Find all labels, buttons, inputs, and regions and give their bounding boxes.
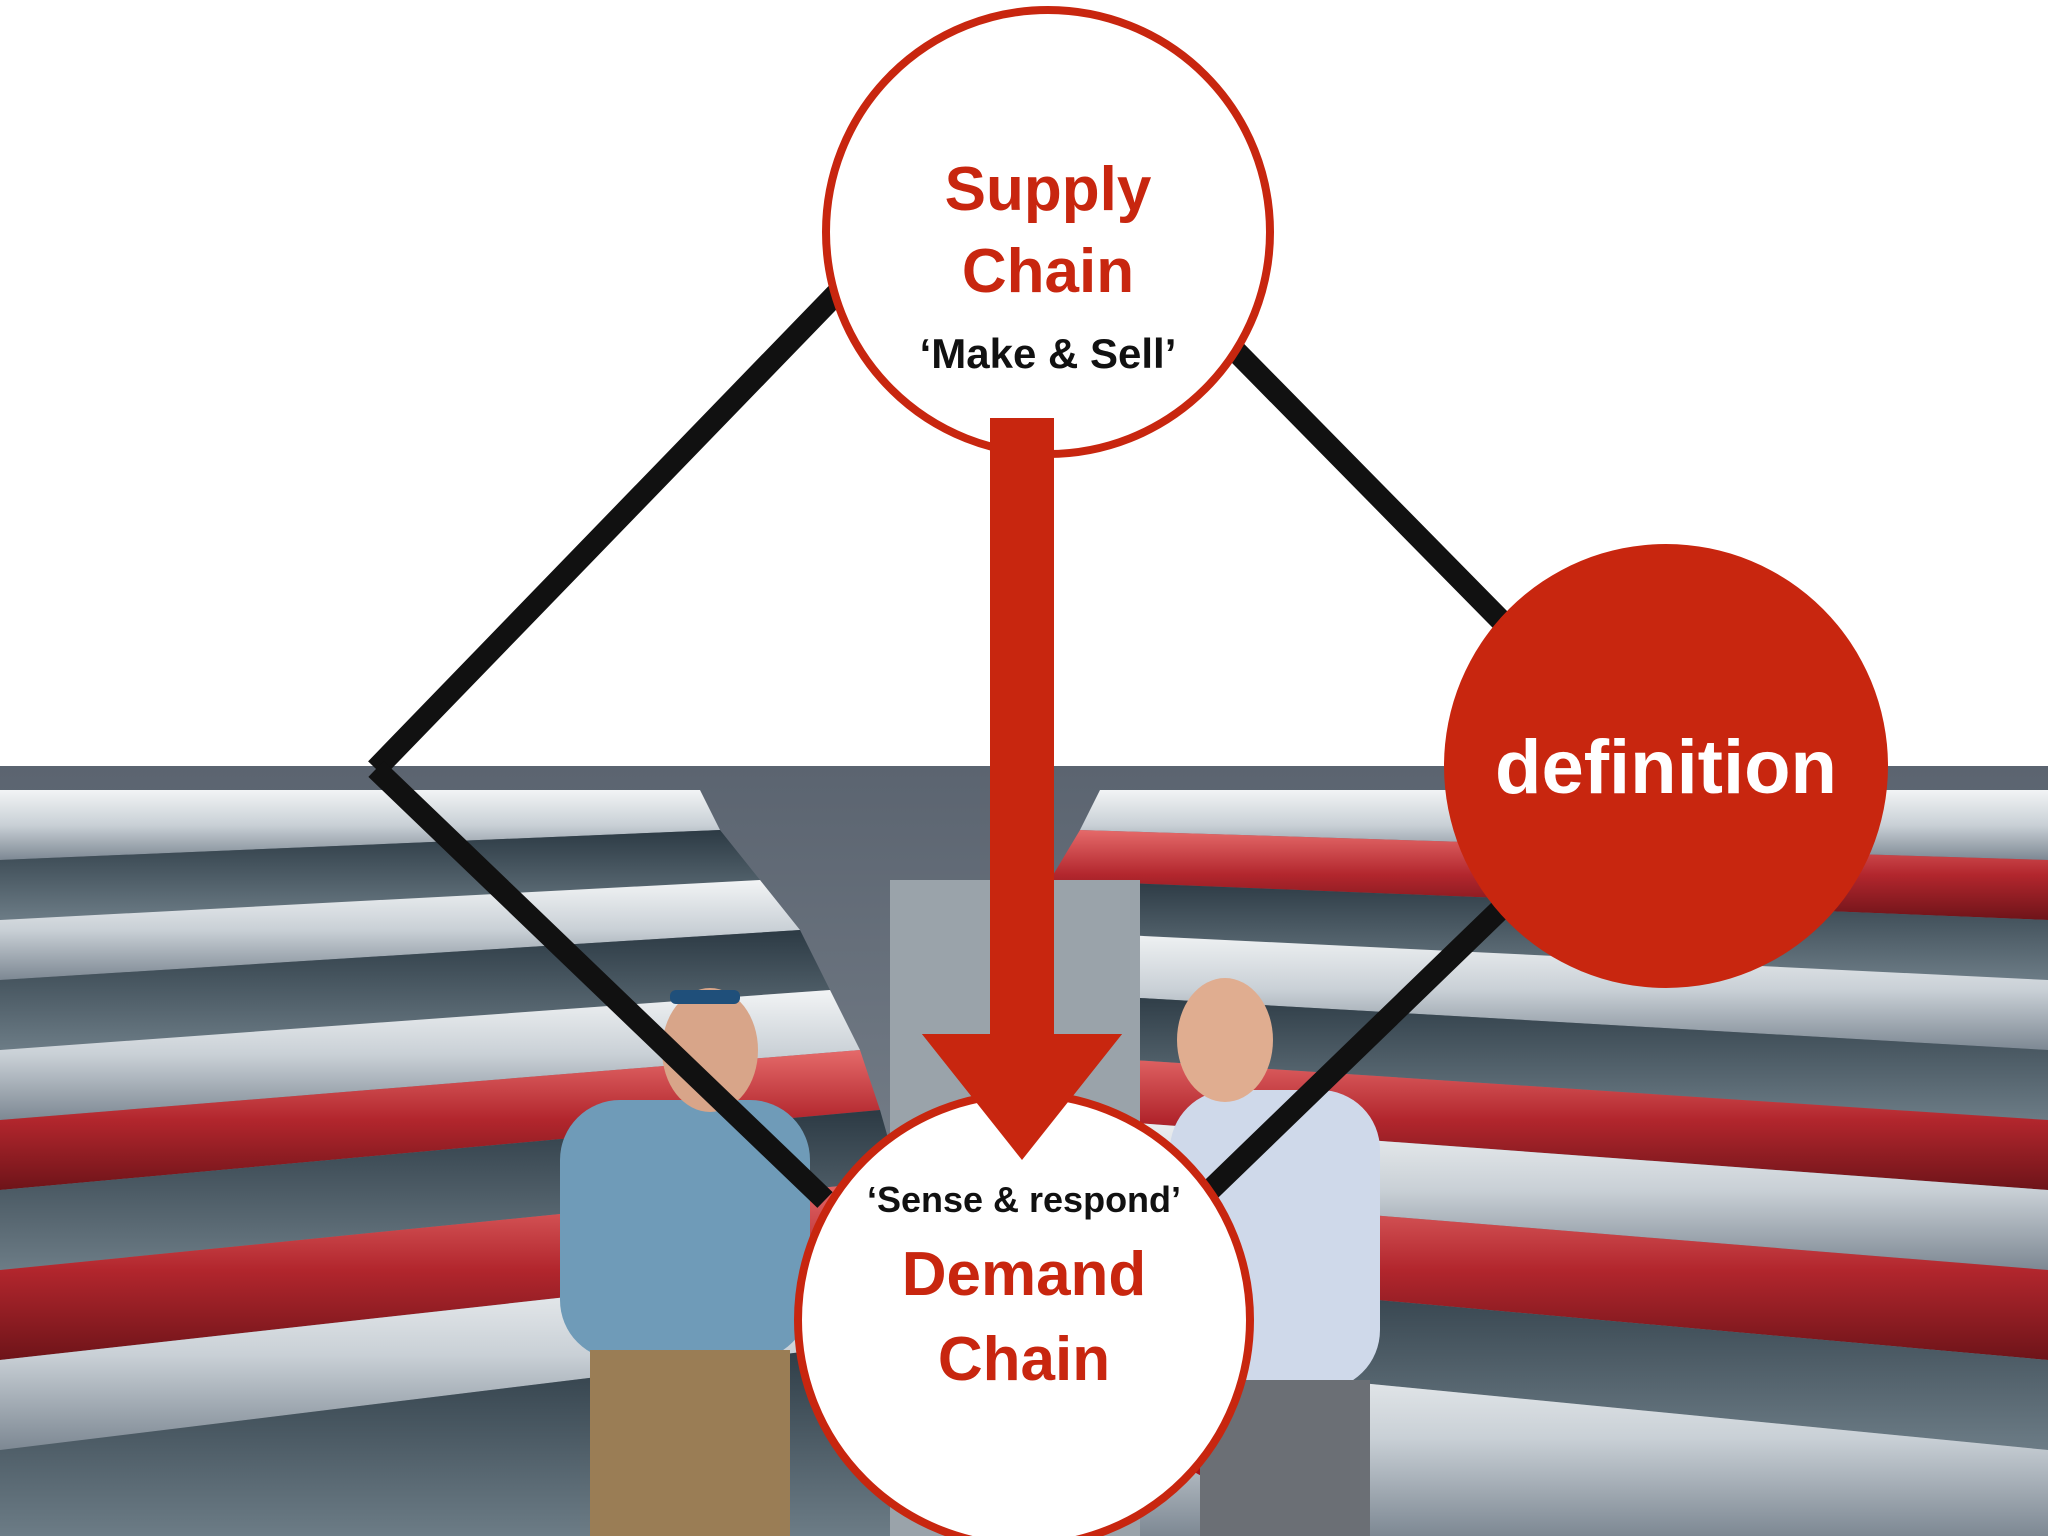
supply-chain-node: Supply Chain ‘Make & Sell’ xyxy=(822,6,1274,458)
supply-chain-subtitle: ‘Make & Sell’ xyxy=(920,330,1177,377)
arrow-shaft-top xyxy=(990,418,1054,458)
connector-top-right xyxy=(1207,322,1538,658)
demand-chain-subtitle: ‘Sense & respond’ xyxy=(867,1179,1181,1220)
arrow-head-front xyxy=(922,1034,1122,1160)
definition-node: definition xyxy=(1444,544,1888,988)
connector-right-bottom xyxy=(1192,892,1518,1208)
connector-top-left xyxy=(368,282,848,777)
demand-chain-circle xyxy=(794,1090,1254,1536)
supply-chain-title-line2: Chain xyxy=(962,237,1134,306)
supply-chain-circle xyxy=(822,6,1274,458)
demand-chain-title-line1: Demand xyxy=(902,1240,1147,1309)
definition-label: definition xyxy=(1495,725,1837,810)
diamond-outline xyxy=(368,282,1538,1208)
connector-left-bottom xyxy=(368,761,833,1208)
demand-chain-title-line2: Chain xyxy=(938,1325,1110,1394)
supply-chain-title-line1: Supply xyxy=(945,155,1152,224)
demand-chain-node: ‘Sense & respond’ Demand Chain xyxy=(794,1090,1254,1536)
person-left xyxy=(560,988,810,1536)
arrow-shaft xyxy=(990,418,1054,1038)
definition-circle xyxy=(1444,544,1888,988)
